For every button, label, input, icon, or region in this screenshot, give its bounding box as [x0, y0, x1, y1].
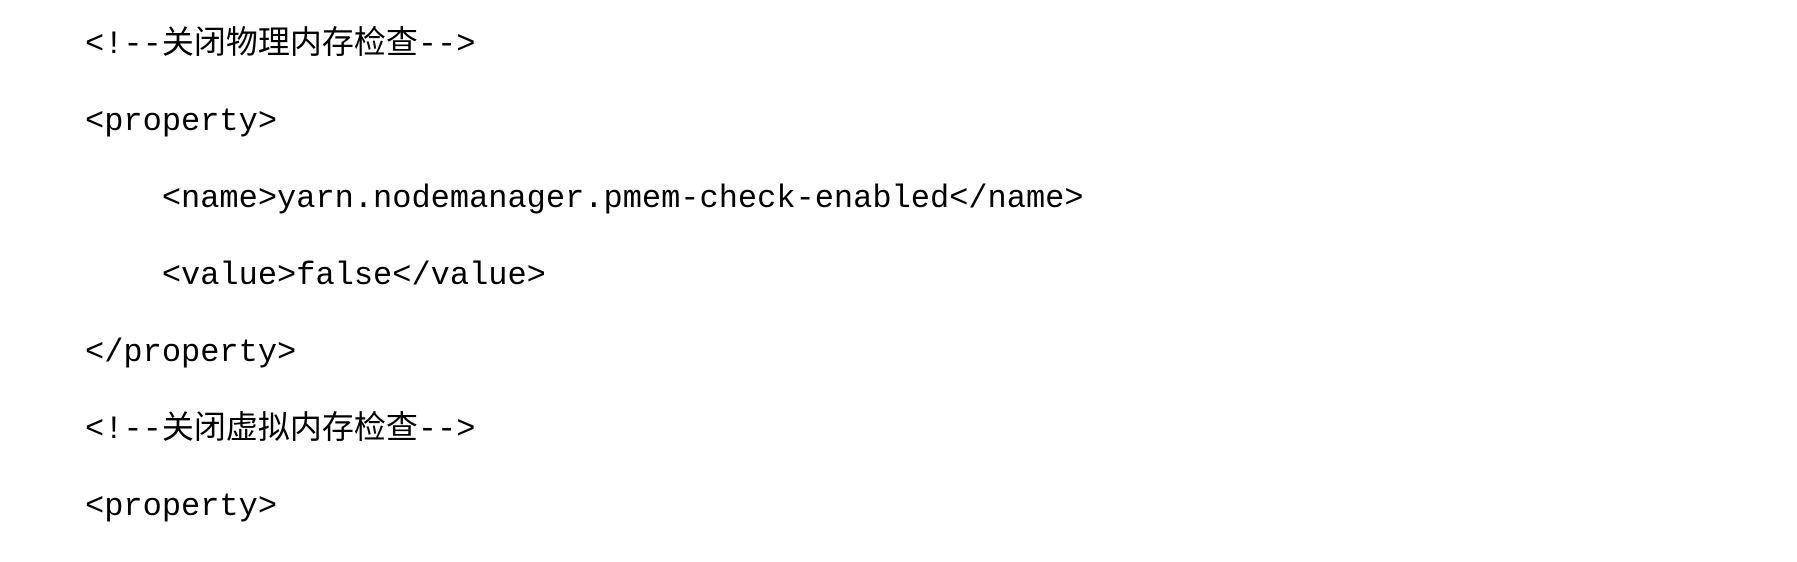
code-line-6: <!--关闭虚拟内存检查--> [85, 411, 476, 448]
code-line-7: <property> [85, 488, 278, 525]
code-line-3: <name>yarn.nodemanager.pmem-check-enable… [85, 180, 1084, 217]
code-line-4: <value>false</value> [85, 257, 546, 294]
code-line-1: <!--关闭物理内存检查--> [85, 26, 476, 63]
code-line-2: <property> [85, 103, 278, 140]
code-line-5: </property> [85, 334, 297, 371]
